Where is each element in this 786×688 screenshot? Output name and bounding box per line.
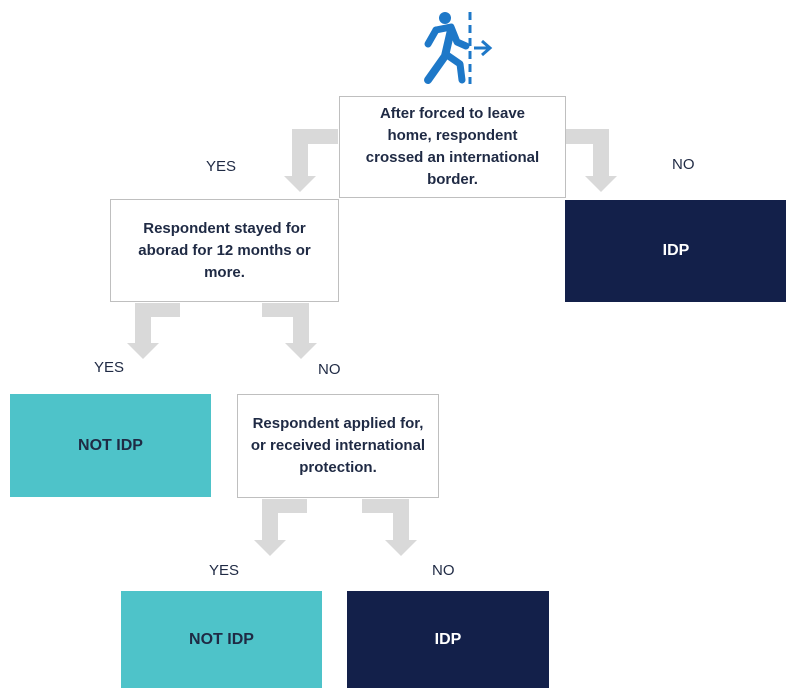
question-stayed-abroad-text: Respondent stayed for aborad for 12 mont… [138, 219, 311, 281]
question-stayed-abroad: Respondent stayed for aborad for 12 mont… [110, 199, 339, 302]
outcome-idp-q3: IDP [347, 591, 549, 688]
question-crossed-border-text: After forced to leave home, respondent c… [365, 105, 540, 188]
person-exit-icon [424, 12, 493, 84]
label-q3-yes: YES [209, 562, 240, 579]
label-q2-yes: YES [94, 359, 125, 376]
label-q2-no: NO [318, 361, 341, 378]
arrow-q1-no [565, 129, 617, 192]
outcome-not-idp-q3: NOT IDP [121, 591, 322, 688]
label-q1-yes: YES [206, 158, 237, 175]
outcome-not-idp-q3-text: NOT IDP [189, 630, 254, 648]
arrow-q3-no [362, 499, 417, 556]
arrow-q1-yes [284, 129, 338, 192]
question-international-protection: Respondent applied for, or received inte… [237, 394, 439, 498]
outcome-not-idp-q2: NOT IDP [10, 394, 211, 497]
label-q3-no: NO [432, 562, 455, 579]
question-crossed-border: After forced to leave home, respondent c… [339, 96, 566, 198]
question-international-protection-text: Respondent applied for, or received inte… [250, 415, 426, 476]
outcome-idp-q1-text: IDP [662, 242, 690, 259]
outcome-not-idp-q2-text: NOT IDP [78, 436, 143, 454]
outcome-idp-q3-text: IDP [434, 630, 462, 648]
outcome-idp-q1: IDP [565, 200, 786, 302]
arrow-q2-no [262, 303, 317, 359]
arrow-q2-yes [127, 303, 180, 359]
label-q1-no: NO [672, 156, 695, 173]
arrow-q3-yes [254, 499, 307, 556]
